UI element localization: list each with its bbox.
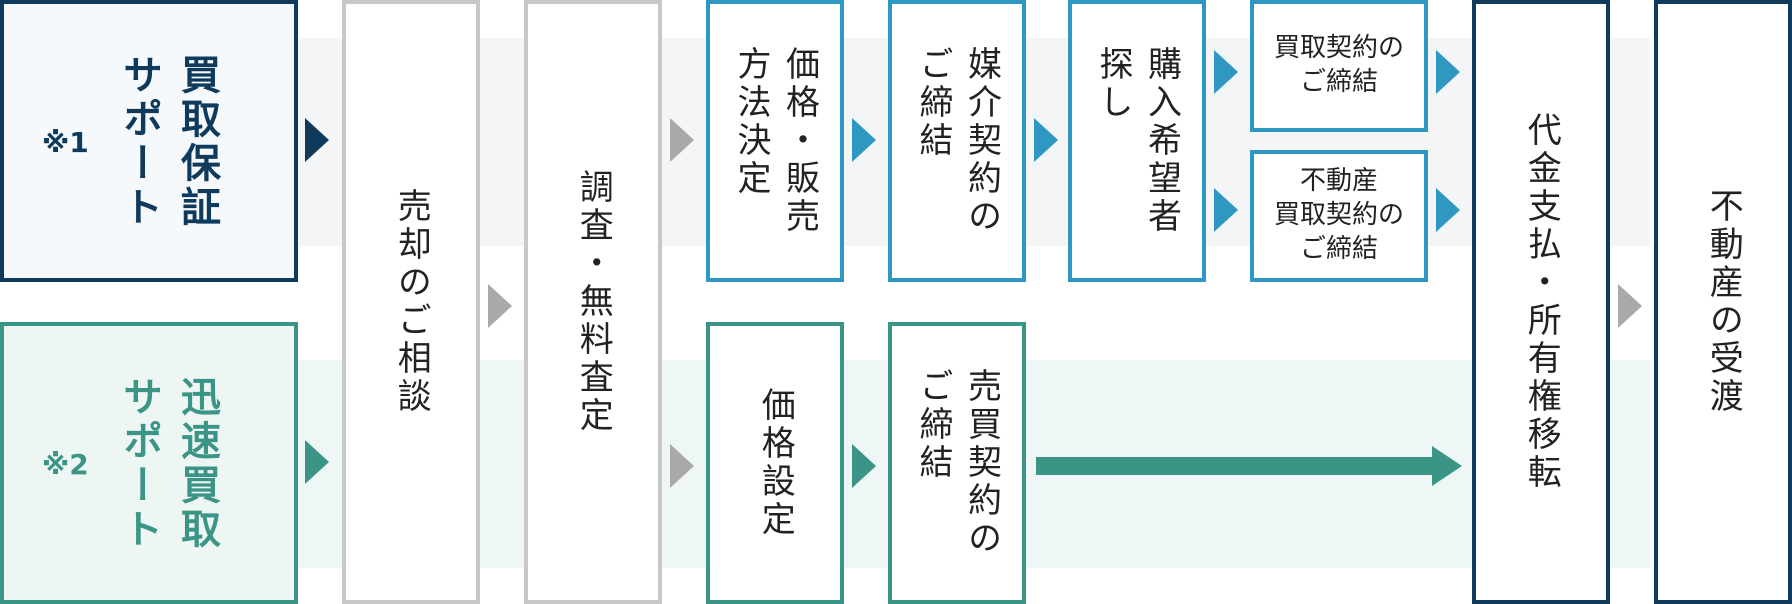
step-payment-label: 代金支払・所有権移転 xyxy=(1521,112,1562,492)
step-re-purchase-contract: 不動産 買取契約の ご締結 xyxy=(1250,150,1428,282)
quick-support-box: 迅速買取 サポート ※2 xyxy=(0,322,298,604)
step-brokerage-contract: 媒介契約の ご締結 xyxy=(888,0,1026,282)
long-arrow-shaft xyxy=(1036,457,1434,475)
step-brokerage-line1: 媒介契約の xyxy=(961,46,1002,236)
long-arrow-head xyxy=(1432,446,1462,486)
arrow-brokerage-to-buyer-search xyxy=(1034,118,1058,162)
re-purchase-line3: ご締結 xyxy=(1299,233,1378,264)
step-price-method-line1: 価格・販売 xyxy=(779,46,820,236)
step-price-setting: 価格設定 xyxy=(706,322,844,604)
step-buyer-search-line1: 購入希望者 xyxy=(1141,46,1182,236)
step-sales-contract-line2: ご締結 xyxy=(913,368,953,482)
step-consultation: 売却のご相談 xyxy=(342,0,480,604)
step-delivery: 不動産の受渡 xyxy=(1654,0,1792,604)
arrow-price-setting-to-sales-contract xyxy=(852,444,876,488)
step-sales-contract-line1: 売買契約の xyxy=(961,368,1002,558)
step-price-method: 価格・販売 方法決定 xyxy=(706,0,844,282)
arrow-price-method-to-brokerage xyxy=(852,118,876,162)
re-purchase-line2: 買取契約の xyxy=(1273,200,1404,231)
guarantee-title-line2: サポート xyxy=(116,54,162,230)
step-delivery-label: 不動産の受渡 xyxy=(1703,188,1744,416)
long-arrow-to-payment xyxy=(1036,446,1462,486)
step-price-setting-label: 価格設定 xyxy=(755,387,796,539)
quick-note: ※2 xyxy=(42,448,89,481)
purchase-contract-line2: ご締結 xyxy=(1299,67,1378,97)
guarantee-support-box: 買取保証 サポート ※1 xyxy=(0,0,298,282)
arrow-guarantee-to-consult xyxy=(305,118,329,162)
guarantee-title-line1: 買取保証 xyxy=(174,54,220,230)
step-payment-transfer: 代金支払・所有権移転 xyxy=(1472,0,1610,604)
arrow-payment-to-delivery xyxy=(1618,284,1642,328)
step-buyer-search-line2: 探し xyxy=(1093,46,1133,122)
arrow-survey-to-price-setting xyxy=(670,444,694,488)
step-price-method-line2: 方法決定 xyxy=(731,46,771,198)
arrow-quick-to-consult xyxy=(305,440,329,484)
arrow-buyer-search-to-purchase-contract xyxy=(1214,50,1238,94)
arrow-survey-to-price-method xyxy=(670,118,694,162)
step-purchase-contract: 買取契約の ご締結 xyxy=(1250,0,1428,132)
step-buyer-search: 購入希望者 探し xyxy=(1068,0,1206,282)
arrow-re-purchase-to-payment xyxy=(1436,188,1460,232)
arrow-consult-to-survey xyxy=(488,284,512,328)
quick-title-line1: 迅速買取 xyxy=(174,376,220,552)
purchase-contract-line1: 買取契約の xyxy=(1273,33,1404,64)
arrow-purchase-contract-to-payment xyxy=(1436,50,1460,94)
step-consultation-label: 売却のご相談 xyxy=(391,188,432,416)
re-purchase-line1: 不動産 xyxy=(1299,166,1378,197)
arrow-buyer-search-to-re-purchase xyxy=(1214,188,1238,232)
step-brokerage-line2: ご締結 xyxy=(913,46,953,160)
step-survey: 調査・無料査定 xyxy=(524,0,662,604)
step-sales-contract: 売買契約の ご締結 xyxy=(888,322,1026,604)
quick-title-line2: サポート xyxy=(116,376,162,552)
step-survey-label: 調査・無料査定 xyxy=(573,169,614,435)
guarantee-note: ※1 xyxy=(42,126,89,159)
